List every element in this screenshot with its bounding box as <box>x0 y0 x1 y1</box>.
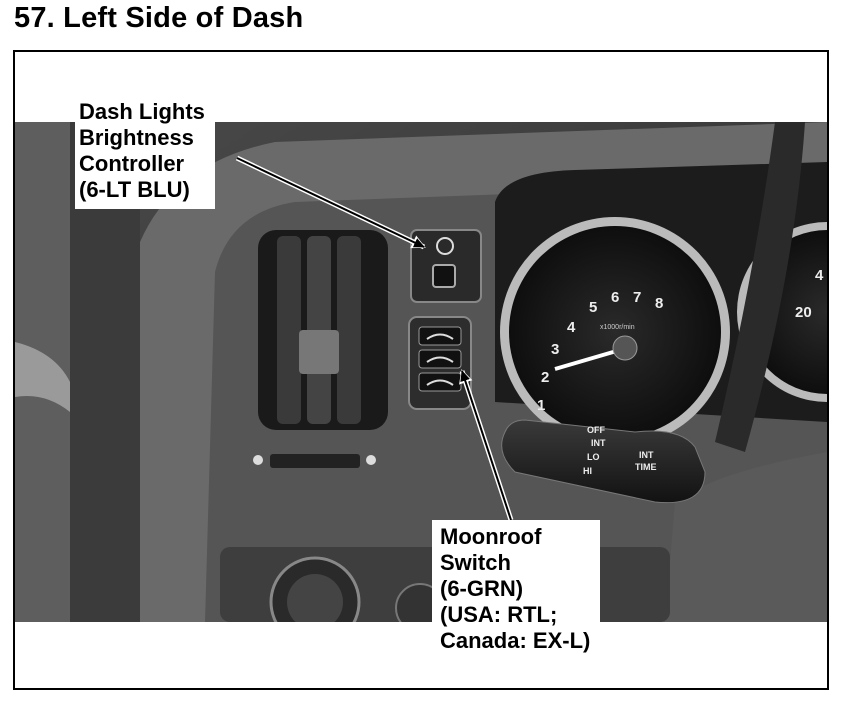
tach-number: 6 <box>611 289 619 306</box>
page-title: 57. Left Side of Dash <box>14 2 304 34</box>
speedo-number: 4 <box>815 267 824 284</box>
stalk-label: INT <box>639 450 654 460</box>
tach-number: 4 <box>567 319 576 336</box>
callout-line: (6-GRN) <box>440 576 524 601</box>
stalk-label: INT <box>591 438 606 448</box>
tach-number: 2 <box>541 369 549 386</box>
steering-column <box>665 452 827 622</box>
callout-line: (6-LT BLU) <box>79 177 190 202</box>
vent-thumbwheel <box>270 454 360 468</box>
tach-number: 5 <box>589 299 597 316</box>
speedo-number: 20 <box>795 304 812 321</box>
dimmer-knob <box>432 264 456 288</box>
callout-line: Canada: EX-L) <box>440 628 591 653</box>
stalk-label: HI <box>583 466 592 476</box>
callout-line: Dash Lights <box>79 99 205 124</box>
vent-tab <box>299 330 339 374</box>
callout-moonroof-switch: Moonroof Switch (6-GRN) (USA: RTL; Canad… <box>432 520 601 658</box>
callout-line: (USA: RTL; <box>440 602 558 627</box>
stalk-label: LO <box>587 452 600 462</box>
tach-needle <box>554 348 621 371</box>
stalk-label: TIME <box>635 462 657 472</box>
tach-number: 7 <box>633 289 641 306</box>
figure-frame: 1 2 3 4 5 6 7 8 x1000r/min 20 4 OFF INT … <box>13 50 829 690</box>
callout-line: Brightness <box>79 125 194 150</box>
callout-line: Switch <box>440 550 511 575</box>
stalk-label: OFF <box>587 425 605 435</box>
callout-dash-lights-controller: Dash Lights Brightness Controller (6-LT … <box>75 99 215 209</box>
tach-number: 8 <box>655 295 663 312</box>
tach-number: 1 <box>537 397 545 414</box>
tach-number: 3 <box>551 341 559 358</box>
callout-line: Controller <box>79 151 185 176</box>
callout-line: Moonroof <box>440 524 542 549</box>
tach-unit: x1000r/min <box>600 324 635 331</box>
tachometer <box>509 226 721 438</box>
steering-wheel <box>715 122 805 452</box>
door-handle <box>15 342 70 412</box>
